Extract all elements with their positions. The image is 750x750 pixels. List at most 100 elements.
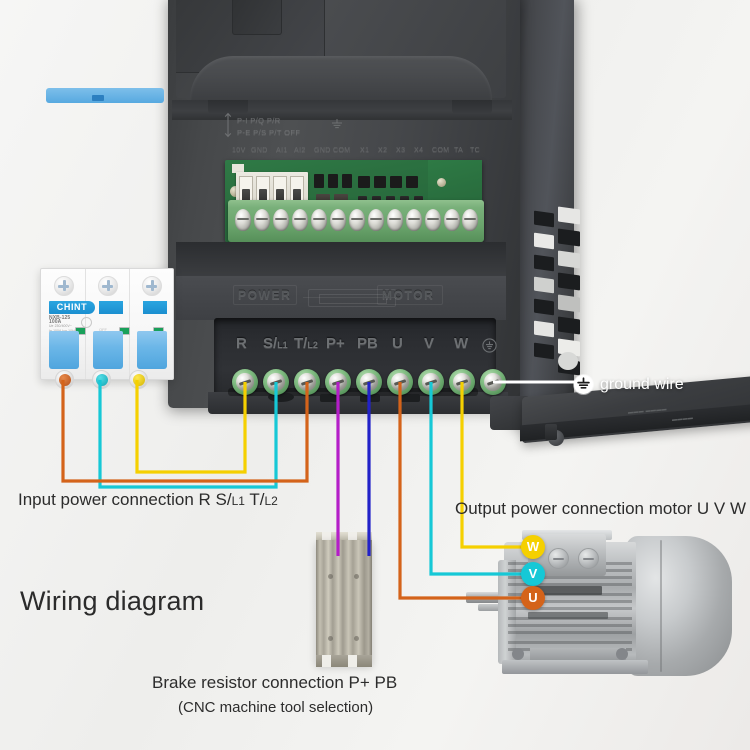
power-terminal-p-plus[interactable] [325, 369, 351, 395]
ground-symbol-icon [574, 375, 593, 394]
ptl-t-main: T/ [294, 335, 308, 352]
motor-fan-cover [626, 536, 732, 676]
fuse-emboss-icon [303, 289, 401, 307]
breaker-top-screw-3[interactable] [142, 276, 162, 296]
control-screw-6[interactable] [330, 209, 346, 231]
bay-hole-3 [360, 394, 380, 402]
control-screw-11[interactable] [425, 209, 441, 231]
motor-badge-v: V [521, 562, 545, 586]
motor-badge-w: W [521, 535, 545, 559]
breaker-toggle-bar[interactable] [46, 88, 164, 103]
ground-wire-label: ground wire [600, 375, 684, 393]
ground-etch-icon [330, 117, 344, 129]
motor-terminal-knob-2[interactable] [578, 548, 599, 569]
power-terminal-label-v: V [424, 335, 434, 352]
brake-resistor-slot-2 [348, 532, 357, 543]
vfd-keypad-notch [232, 0, 282, 35]
shelf-leg [545, 424, 557, 440]
ptl-t-sub: L2 [307, 340, 318, 350]
pcb-standoff-screw[interactable] [230, 186, 241, 197]
control-screw-5[interactable] [311, 209, 327, 231]
power-terminal-label-s: S/L1 [263, 335, 288, 352]
power-emboss-label: POWER [238, 288, 292, 302]
control-screw-1[interactable] [235, 209, 251, 231]
power-terminal-pb[interactable] [356, 369, 382, 395]
motor-fan-seam [660, 540, 662, 672]
power-terminal-label-pplus: P+ [326, 335, 345, 352]
pcb-screw-right[interactable] [437, 178, 446, 187]
breaker-out-terminal-2[interactable] [92, 370, 111, 389]
caption-input-mid: T/ [244, 490, 265, 509]
control-screw-10[interactable] [406, 209, 422, 231]
control-screw-8[interactable] [368, 209, 384, 231]
ctl-lbl-6: X1 [360, 147, 370, 154]
ctl-lbl-1: GND [251, 147, 268, 154]
breaker-lever-1[interactable] [49, 331, 79, 369]
ctl-lbl-7: X2 [378, 147, 388, 154]
ptl-pplus-main: P+ [326, 335, 345, 352]
power-terminal-t-l2[interactable] [294, 369, 320, 395]
power-terminal-label-t: T/L2 [294, 335, 318, 352]
power-terminal-pe[interactable] [480, 369, 506, 395]
pe-ground-symbol-icon [482, 338, 497, 353]
control-screw-13[interactable] [462, 209, 478, 231]
power-terminal-u[interactable] [387, 369, 413, 395]
breaker-top-screw-2[interactable] [98, 276, 118, 296]
caption-brake-line2: (CNC machine tool selection) [178, 699, 374, 716]
caption-output-power: Output power connection motor U V W [455, 499, 747, 518]
control-screw-3[interactable] [273, 209, 289, 231]
caption-input-sub2: L2 [264, 494, 278, 508]
bay-inner-shadow [228, 388, 478, 396]
caption-brake-line1: Brake resistor connection P+ PB [152, 673, 398, 692]
breaker-out-terminal-3[interactable] [129, 370, 148, 389]
ptl-r-main: R [236, 335, 247, 352]
power-terminal-label-w: W [454, 335, 468, 352]
warning-line-2: P-E P/S P/T OFF [237, 128, 301, 137]
motor-bolt-left [512, 648, 524, 660]
breaker-spec-0: Ue 230/400V~ [49, 324, 72, 329]
control-screw-4[interactable] [292, 209, 308, 231]
ctl-lbl-3: AI2 [294, 147, 306, 154]
control-screw-2[interactable] [254, 209, 270, 231]
caption-input-sub1: L1 [231, 494, 245, 508]
power-terminal-s-l1[interactable] [263, 369, 289, 395]
breaker-out-terminal-1[interactable] [55, 370, 74, 389]
ptl-s-main: S/ [263, 335, 278, 352]
ctl-lbl-2: AI1 [276, 147, 288, 154]
control-terminal-strip[interactable] [228, 200, 484, 242]
power-terminal-label-pb: PB [357, 335, 378, 352]
power-terminal-w[interactable] [449, 369, 475, 395]
brake-resistor-bot-slot-2 [348, 655, 357, 667]
control-screw-7[interactable] [349, 209, 365, 231]
brake-resistor-slot-1 [322, 532, 331, 543]
warning-line-1: P-I P/Q P/R [237, 116, 281, 125]
vfd-cover-tab-left [208, 100, 248, 114]
vfd-cover-band [172, 100, 512, 120]
ptl-v-main: V [424, 335, 435, 352]
ground-wire-callout: ground wire [574, 375, 684, 394]
breaker-top-screw-1[interactable] [54, 276, 74, 296]
breaker-rating: 100A [49, 319, 62, 326]
motor-terminal-knob-1[interactable] [548, 548, 569, 569]
control-screw-12[interactable] [444, 209, 460, 231]
brake-resistor-bot-slot-1 [322, 655, 331, 667]
power-terminal-r[interactable] [232, 369, 258, 395]
breaker-lever-2[interactable] [93, 331, 123, 369]
breaker-cert-mark [81, 317, 92, 328]
circuit-breaker[interactable]: CHINT NXB-125 100A Ue 230/400V~ In 100A … [40, 268, 174, 380]
ctl-lbl-12: TC [470, 147, 481, 154]
power-terminal-v[interactable] [418, 369, 444, 395]
ctl-lbl-5: COM [333, 147, 351, 154]
control-terminal-legend: 10V GND AI1 AI2 GND COM X1 X2 X3 X4 COM … [232, 147, 482, 157]
breaker-brand-logo: CHINT [49, 301, 95, 314]
motor-base-foot [502, 660, 648, 674]
breaker-model: NXB-125 [49, 315, 71, 321]
ctl-lbl-4: GND [314, 147, 331, 154]
ptl-w-main: W [454, 335, 469, 352]
ctl-lbl-11: TA [454, 147, 464, 154]
breaker-lever-3[interactable] [137, 331, 167, 369]
motor-emboss-label: MOTOR [382, 288, 435, 302]
ctl-lbl-8: X3 [396, 147, 406, 154]
control-screw-9[interactable] [387, 209, 403, 231]
